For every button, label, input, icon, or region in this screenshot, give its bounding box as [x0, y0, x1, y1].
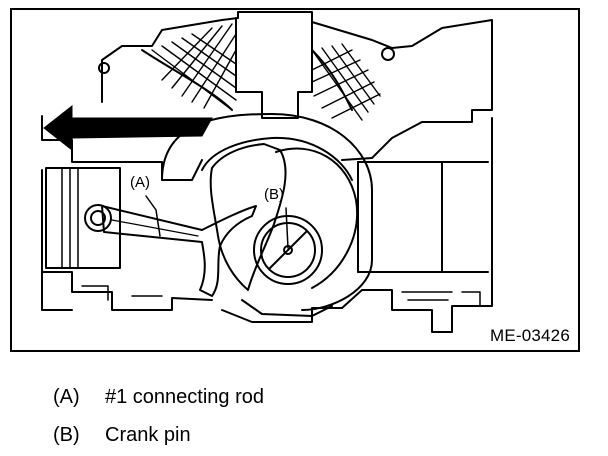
crankcase-inner-arc	[201, 136, 353, 181]
crank-web	[209, 143, 287, 291]
figure-id-label: ME-03426	[489, 326, 570, 345]
piston-ring-grooves	[61, 167, 79, 269]
valve-housing	[235, 17, 313, 119]
intake-runner-left	[141, 49, 233, 111]
legend-label: #1 connecting rod	[105, 385, 265, 408]
port-hatch-left	[151, 23, 237, 111]
head-bolt-left	[98, 62, 110, 74]
legend: (A) #1 connecting rod (B) Crank pin	[53, 378, 264, 454]
piston-pin	[84, 204, 112, 232]
piston-pin-inner	[90, 210, 106, 226]
left-block-wall	[41, 115, 213, 311]
crank-counterweight	[275, 147, 359, 289]
upper-block-outline	[101, 11, 493, 161]
legend-label: Crank pin	[105, 423, 191, 446]
piston-body	[45, 167, 121, 269]
crankcase-arc	[161, 113, 373, 311]
legend-item: (B) Crank pin	[53, 416, 264, 454]
callout-a-label: (A)	[130, 174, 150, 191]
legend-item: (A) #1 connecting rod	[53, 378, 264, 416]
legend-key: (A)	[53, 385, 80, 408]
front-direction-arrow	[43, 104, 213, 152]
callout-a-leader	[145, 195, 161, 237]
crank-pin-outer	[253, 215, 323, 285]
crank-pin-marker	[269, 231, 307, 269]
block-detail-left	[81, 285, 163, 301]
callout-b-leader	[285, 207, 289, 249]
right-block-wall	[221, 117, 493, 333]
engine-diagram-figure: (A) (B) ME-03426	[10, 8, 580, 352]
callout-b-label: (B)	[264, 186, 284, 203]
connecting-rod-center-line	[111, 219, 199, 237]
port-hatch-right	[311, 43, 381, 121]
engine-crank-illustration	[41, 11, 493, 333]
crank-pin-inner	[260, 222, 316, 278]
connecting-rod-shank	[101, 205, 257, 297]
left-lower-wall	[41, 271, 73, 311]
legend-key: (B)	[53, 423, 80, 446]
lower-bearing-cap	[241, 299, 333, 317]
block-detail-right	[401, 291, 481, 307]
head-bolt-right	[381, 47, 395, 61]
intake-runner-right	[311, 49, 353, 111]
